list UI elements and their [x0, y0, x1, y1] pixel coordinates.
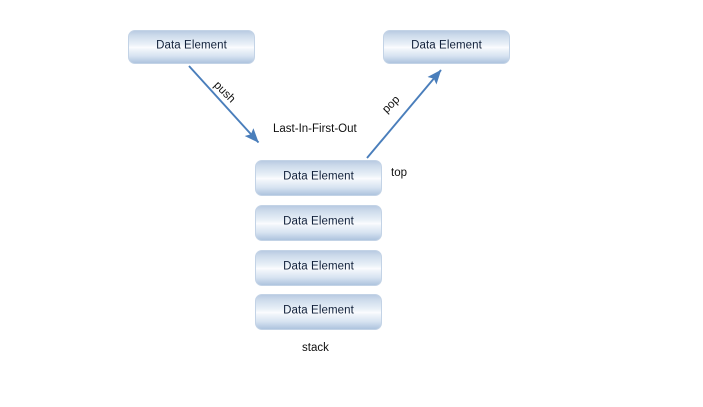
data-element-box-source[interactable]: Data Element — [128, 30, 255, 64]
last-in-first-out-label: Last-In-First-Out — [273, 123, 357, 135]
stack-item-1[interactable]: Data Element — [255, 205, 382, 241]
stack-caption-label: stack — [302, 342, 329, 354]
data-element-box-popped[interactable]: Data Element — [383, 30, 510, 64]
push-arrow — [188, 65, 260, 144]
data-element-label: Data Element — [156, 39, 227, 52]
stack-item-label: Data Element — [283, 260, 354, 273]
stack-item-label: Data Element — [283, 170, 354, 183]
stack-item-0[interactable]: Data Element — [255, 160, 382, 196]
pop-arrow — [366, 69, 442, 159]
stack-item-3[interactable]: Data Element — [255, 294, 382, 330]
stack-item-label: Data Element — [283, 304, 354, 317]
data-element-label: Data Element — [411, 39, 482, 52]
stack-item-2[interactable]: Data Element — [255, 250, 382, 286]
stack-top-marker-label: top — [391, 167, 407, 179]
stack-item-label: Data Element — [283, 215, 354, 228]
push-arrow-label: push — [211, 79, 238, 106]
pop-arrow-label: pop — [380, 93, 403, 116]
